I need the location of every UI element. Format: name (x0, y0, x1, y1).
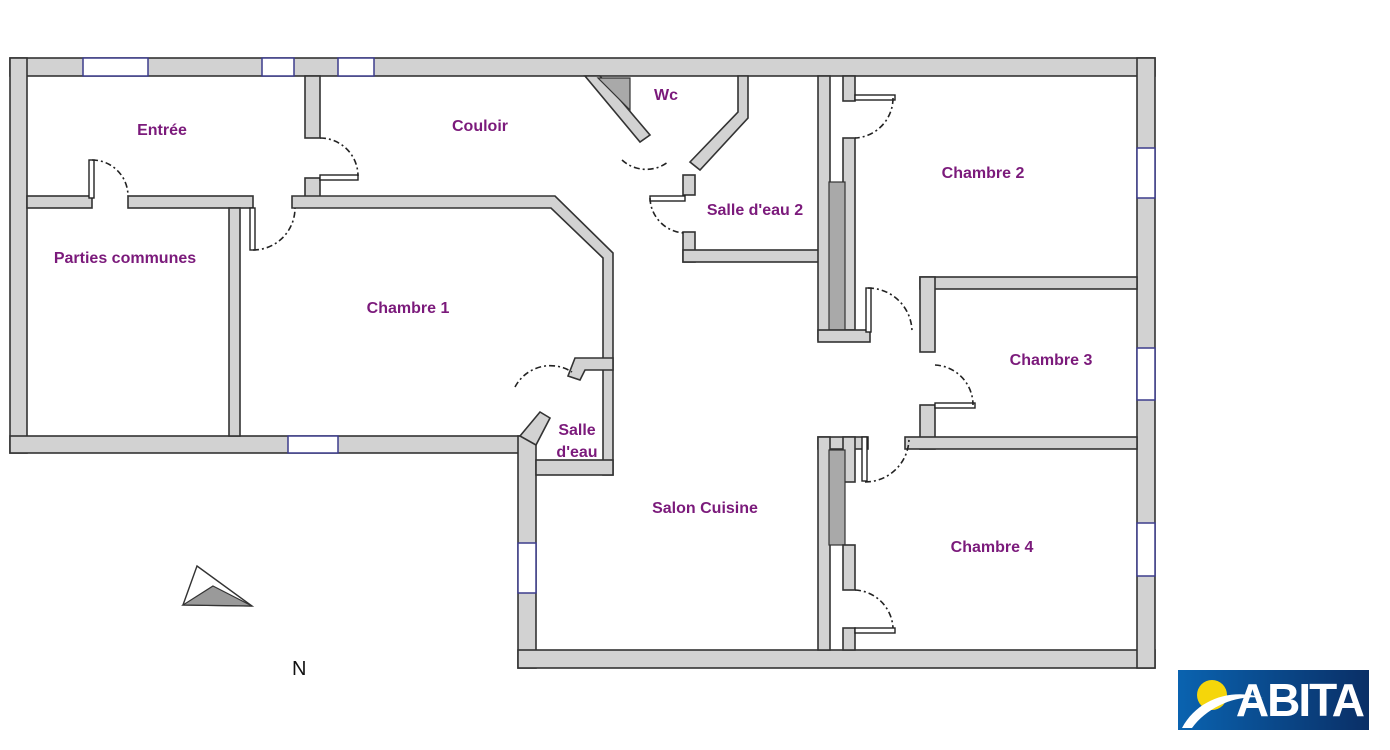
room-label-wc: Wc (654, 87, 678, 104)
compass-arrow-icon (180, 564, 255, 607)
salle-eau-line-2: d'eau (556, 444, 598, 461)
north-label: N (292, 658, 307, 680)
room-label-chambre-4: Chambre 4 (950, 539, 1034, 556)
room-label-couloir: Couloir (452, 118, 508, 135)
walls (9, 57, 1156, 669)
room-label-chambre-3: Chambre 3 (1009, 352, 1093, 369)
abita-logo: ABITA (1178, 670, 1369, 730)
room-label-entree: Entrée (137, 122, 187, 139)
room-label-salle-eau-2: Salle d'eau 2 (706, 202, 804, 219)
logo-text: ABITA (1235, 674, 1365, 726)
room-label-chambre-2: Chambre 2 (941, 165, 1025, 182)
windows (82, 57, 1156, 594)
doors (88, 94, 976, 634)
sun-icon (1182, 680, 1263, 728)
salle-eau-line-1: Salle (558, 422, 596, 439)
room-label-salle-eau: Salle d'eau (556, 420, 597, 464)
room-label-chambre-1: Chambre 1 (366, 300, 450, 317)
room-label-parties-communes: Parties communes (53, 250, 197, 267)
room-label-salon-cuisine: Salon Cuisine (652, 500, 758, 517)
